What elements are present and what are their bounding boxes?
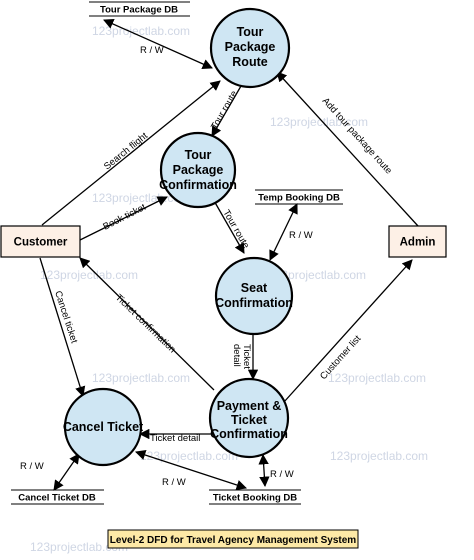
flow-tour-route-2	[212, 198, 245, 254]
flow-tour-route-1	[211, 85, 242, 137]
flow-customer-list	[283, 259, 413, 403]
flow-label: R / W	[270, 469, 294, 480]
process-label: Tour	[185, 148, 212, 162]
process-label: Route	[232, 55, 267, 69]
watermark: 123projectlab.com	[268, 268, 366, 282]
flow-label: R / W	[289, 230, 313, 241]
flow-tour-package-db	[103, 19, 213, 69]
process-cancel-ticket: Cancel Ticket	[63, 387, 144, 467]
flow-label: detail	[231, 344, 242, 367]
flow-ticket-confirmation	[79, 257, 215, 391]
data-store-label: Ticket Booking DB	[213, 493, 297, 504]
flow-lines	[39, 19, 419, 491]
watermark: 123projectlab.com	[328, 371, 426, 385]
watermark: 123projectlab.com	[330, 449, 428, 463]
process-label: Confirmation	[215, 296, 293, 310]
process-tour-package-route: Tour Package Route	[209, 7, 291, 89]
data-store-ticket-booking-db: Ticket Booking DB	[209, 489, 301, 505]
flow-label: Tour route	[220, 208, 251, 251]
flow-temp-booking-db	[269, 203, 298, 261]
entity-admin: Admin	[388, 225, 447, 258]
process-seat-confirmation: Seat Confirmation	[214, 256, 294, 336]
flow-search-flight	[41, 80, 221, 226]
flow-label: R / W	[140, 45, 164, 56]
flow-label: R / W	[162, 477, 186, 488]
data-store-cancel-ticket-db: Cancel Ticket DB	[11, 489, 104, 505]
watermark: 123projectlab.com	[92, 371, 190, 385]
watermark: 123projectlab.com	[270, 115, 368, 129]
flow-label: Tour route	[209, 89, 240, 132]
watermark: 123projectlab.com	[140, 449, 238, 463]
watermark: 123projectlab.com	[30, 540, 128, 554]
data-store-label: Cancel Ticket DB	[18, 493, 96, 504]
entity-label: Admin	[400, 237, 436, 249]
diagram-caption: Level-2 DFD for Travel Agency Management…	[107, 529, 359, 549]
process-label: Confirmation	[159, 178, 237, 192]
caption-text: Level-2 DFD for Travel Agency Management…	[110, 535, 356, 546]
entity-customer: Customer	[0, 225, 81, 258]
process-label: Ticket	[231, 413, 268, 427]
flow-label: Cancel ticket	[52, 290, 79, 345]
flow-label: Ticket detail	[150, 433, 200, 444]
flow-cancel-ticket-booking-db	[135, 449, 247, 491]
process-label: Seat	[241, 281, 268, 295]
flow-cancel-ticket	[39, 257, 86, 397]
flow-payment-ticket-booking-db	[258, 453, 270, 488]
data-store-temp-booking-db: Temp Booking DB	[255, 189, 343, 205]
entity-label: Customer	[14, 237, 68, 249]
process-tour-package-confirmation: Tour Package Confirmation	[159, 131, 237, 209]
watermark: 123projectlab.com	[40, 268, 138, 282]
flow-label: R / W	[20, 461, 44, 472]
flow-label: Book ticket	[101, 202, 148, 233]
process-payment-ticket-confirmation: Payment & Ticket Confirmation	[208, 377, 290, 459]
data-store-tour-package-db: Tour Package DB	[89, 1, 190, 17]
flow-label: Search flight	[102, 130, 150, 172]
process-label: Tour	[237, 25, 264, 39]
process-label: Package	[173, 163, 224, 177]
flow-label: Add tour package route	[320, 96, 394, 177]
process-label: Package	[225, 40, 276, 54]
flow-cancel-ticket-db	[53, 453, 80, 491]
process-label: Cancel Ticket	[63, 420, 144, 434]
process-label: Confirmation	[210, 427, 288, 441]
flow-add-tour-package-route	[276, 71, 419, 227]
flow-book-ticket	[79, 196, 168, 241]
data-store-label: Tour Package DB	[100, 5, 178, 16]
flow-label: Ticket confirmation	[113, 292, 178, 355]
flow-label: Ticket	[241, 344, 252, 369]
process-label: Payment &	[217, 399, 282, 413]
data-store-label: Temp Booking DB	[258, 193, 340, 204]
